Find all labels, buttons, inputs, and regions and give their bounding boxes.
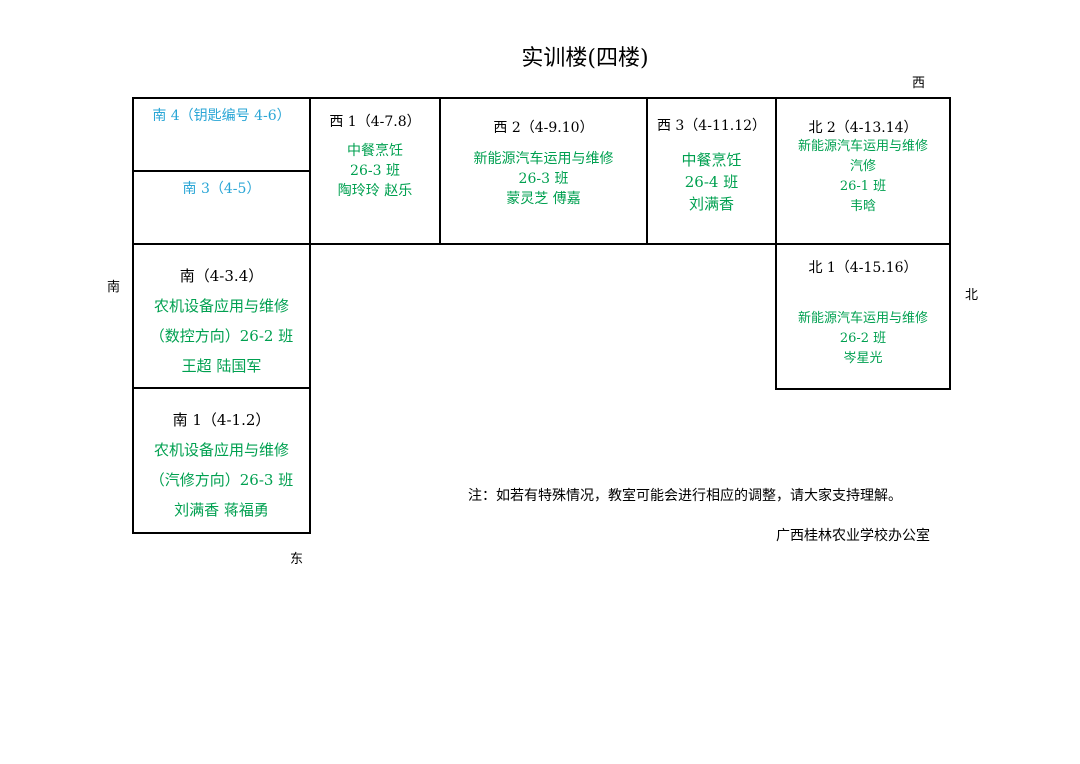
room-xi2-teachers: 蒙灵芝 傅嘉 <box>506 191 581 207</box>
note-text: 注：如若有特殊情况，教室可能会进行相应的调整，请大家支持理解。 <box>468 488 902 504</box>
room-bei1-name: 北 1（4-15.16） <box>808 260 918 276</box>
office-signature: 广西桂林农业学校办公室 <box>776 528 930 544</box>
room-nan1-major: 农机设备应用与维修 <box>153 441 289 459</box>
room-xi3-teachers: 刘满香 <box>688 195 734 213</box>
page-title: 实训楼(四楼) <box>521 46 649 71</box>
room-xi1-class: 26-3 班 <box>350 163 400 179</box>
room-xi3-major: 中餐烹饪 <box>681 151 742 169</box>
room-nan3-name: 南 3（4-5） <box>182 181 261 197</box>
room-nan-name: 南（4-3.4） <box>179 267 264 285</box>
room-bei2-teacher: 韦晗 <box>849 199 876 214</box>
room-nan-teachers: 王超 陆国军 <box>181 357 262 375</box>
room-xi1: 西 1（4-7.8） 中餐烹饪 26-3 班 陶玲玲 赵乐 <box>309 97 441 245</box>
room-bei2-major: 新能源汽车运用与维修 <box>797 139 928 154</box>
room-nan-major: 农机设备应用与维修 <box>153 297 289 315</box>
room-xi3-name: 西 3（4-11.12） <box>656 118 767 134</box>
room-nan1-name: 南 1（4-1.2） <box>172 411 271 429</box>
room-xi3-class: 26-4 班 <box>684 173 739 191</box>
room-nan3: 南 3（4-5） <box>132 170 311 245</box>
room-bei2-name: 北 2（4-13.14） <box>808 120 918 136</box>
room-bei1-class: 26-2 班 <box>839 331 887 346</box>
room-xi2-name: 西 2（4-9.10） <box>493 120 594 136</box>
room-bei2-major2: 汽修 <box>849 159 876 174</box>
room-xi1-name: 西 1（4-7.8） <box>329 114 421 130</box>
room-nan1-class: （汽修方向）26-3 班 <box>149 471 294 489</box>
compass-west: 西 <box>912 76 926 91</box>
room-xi1-major: 中餐烹饪 <box>347 143 403 159</box>
compass-north: 北 <box>965 288 979 303</box>
room-nan4-name: 南 4（钥匙编号 4-6） <box>152 108 291 124</box>
room-xi2-major: 新能源汽车运用与维修 <box>473 151 614 167</box>
room-nan4: 南 4（钥匙编号 4-6） <box>132 97 311 172</box>
room-bei1: 北 1（4-15.16） 新能源汽车运用与维修 26-2 班 岑星光 <box>775 243 951 390</box>
room-nan: 南（4-3.4） 农机设备应用与维修 （数控方向）26-2 班 王超 陆国军 <box>132 243 311 389</box>
room-nan-class: （数控方向）26-2 班 <box>149 327 294 345</box>
compass-east: 东 <box>290 552 304 567</box>
room-xi3: 西 3（4-11.12） 中餐烹饪 26-4 班 刘满香 <box>646 97 777 245</box>
room-bei2-class: 26-1 班 <box>839 179 887 194</box>
room-xi1-teachers: 陶玲玲 赵乐 <box>337 183 413 199</box>
room-bei2: 北 2（4-13.14） 新能源汽车运用与维修 汽修 26-1 班 韦晗 <box>775 97 951 245</box>
room-xi2: 西 2（4-9.10） 新能源汽车运用与维修 26-3 班 蒙灵芝 傅嘉 <box>439 97 648 245</box>
room-nan1-teachers: 刘满香 蒋福勇 <box>174 501 269 519</box>
room-bei1-teacher: 岑星光 <box>843 351 883 366</box>
room-bei1-major: 新能源汽车运用与维修 <box>797 311 928 326</box>
compass-south: 南 <box>107 280 121 295</box>
room-nan1: 南 1（4-1.2） 农机设备应用与维修 （汽修方向）26-3 班 刘满香 蒋福… <box>132 387 311 534</box>
room-xi2-class: 26-3 班 <box>518 171 569 187</box>
